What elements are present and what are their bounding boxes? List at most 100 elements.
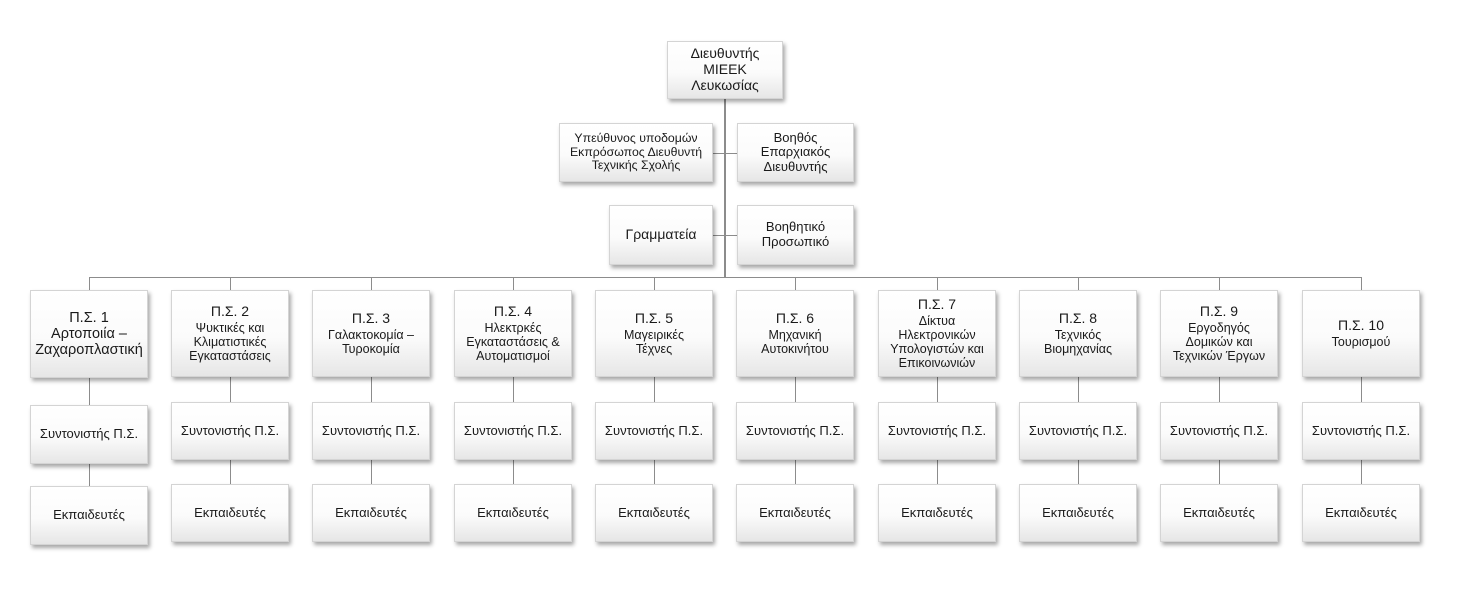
department-name: Γαλακτοκομία – Τυροκομία — [327, 327, 415, 356]
trainers-box[interactable]: Εκπαιδευτές — [878, 484, 996, 542]
trunk-line — [724, 99, 726, 278]
trainers-connector — [89, 464, 90, 486]
department-name: Τεχνικός Βιομηχανίας — [1044, 327, 1112, 356]
coordinator-connector — [89, 378, 90, 405]
trainers-box[interactable]: Εκπαιδευτές — [312, 484, 430, 542]
trainers-box[interactable]: Εκπαιδευτές — [1019, 484, 1137, 542]
trainers-connector — [1078, 460, 1079, 484]
infrastructure-officer-box[interactable]: Υπεύθυνος υποδομών Εκπρόσωπος Διευθυντή … — [559, 123, 713, 182]
department-code: Π.Σ. 3 — [351, 310, 391, 327]
coordinator-title: Συντονιστής Π.Σ. — [1311, 422, 1411, 438]
trainers-title: Εκπαιδευτές — [1042, 504, 1114, 520]
support-staff-box[interactable]: Βοηθητικό Προσωπικό — [737, 205, 854, 265]
department-name: Αρτοποιία – Ζαχαροπλαστική — [35, 325, 143, 359]
department-name: Δίκτυα Ηλεκτρονικών Υπολογιστών και Επικ… — [890, 313, 984, 370]
trainers-connector — [1361, 460, 1362, 484]
trainers-connector — [1219, 460, 1220, 484]
coordinator-connector — [371, 377, 372, 402]
department-drop-line — [89, 277, 90, 290]
department-name: Μηχανική Αυτοκινήτου — [761, 327, 829, 356]
department-drop-line — [654, 277, 655, 290]
coordinator-box[interactable]: Συντονιστής Π.Σ. — [878, 402, 996, 460]
infrastructure-officer-title: Υπεύθυνος υποδομών Εκπρόσωπος Διευθυντή … — [569, 130, 703, 173]
department-code: Π.Σ. 6 — [775, 310, 815, 327]
department-drop-line — [1078, 277, 1079, 290]
department-drop-line — [1219, 277, 1220, 290]
trainers-box[interactable]: Εκπαιδευτές — [30, 486, 148, 545]
trainers-box[interactable]: Εκπαιδευτές — [171, 484, 289, 542]
coordinator-connector — [654, 377, 655, 402]
coordinator-box[interactable]: Συντονιστής Π.Σ. — [1302, 402, 1420, 460]
staff-bottom-connector — [713, 235, 737, 236]
trainers-title: Εκπαιδευτές — [1183, 504, 1255, 520]
trainers-box[interactable]: Εκπαιδευτές — [1302, 484, 1420, 542]
coordinator-box[interactable]: Συντονιστής Π.Σ. — [312, 402, 430, 460]
coordinator-box[interactable]: Συντονιστής Π.Σ. — [454, 402, 572, 460]
coordinator-connector — [937, 377, 938, 402]
coordinator-title: Συντονιστής Π.Σ. — [1169, 422, 1269, 438]
coordinator-connector — [1078, 377, 1079, 402]
coordinator-box[interactable]: Συντονιστής Π.Σ. — [1019, 402, 1137, 460]
department-drop-line — [937, 277, 938, 290]
trainers-title: Εκπαιδευτές — [194, 504, 266, 520]
trainers-box[interactable]: Εκπαιδευτές — [1160, 484, 1278, 542]
director-box[interactable]: Διευθυντής ΜΙΕΕΚ Λευκωσίας — [667, 41, 783, 99]
coordinator-title: Συντονιστής Π.Σ. — [745, 422, 845, 438]
department-code: Π.Σ. 5 — [634, 310, 674, 327]
coordinator-box[interactable]: Συντονιστής Π.Σ. — [595, 402, 713, 460]
department-name: Ψυκτικές και Κλιματιστικές Εγκαταστάσεις — [189, 320, 271, 363]
coordinator-box[interactable]: Συντονιστής Π.Σ. — [1160, 402, 1278, 460]
coordinator-title: Συντονιστής Π.Σ. — [321, 422, 421, 438]
department-name: Εργοδηγός Δομικών και Τεχνικών Έργων — [1172, 320, 1266, 363]
department-drop-line — [795, 277, 796, 290]
coordinator-title: Συντονιστής Π.Σ. — [604, 422, 704, 438]
department-code: Π.Σ. 1 — [69, 309, 109, 326]
trainers-connector — [937, 460, 938, 484]
department-code: Π.Σ. 8 — [1058, 310, 1098, 327]
secretariat-box[interactable]: Γραμματεία — [609, 205, 713, 265]
trainers-title: Εκπαιδευτές — [477, 504, 549, 520]
coordinator-box[interactable]: Συντονιστής Π.Σ. — [736, 402, 854, 460]
coordinator-connector — [230, 377, 231, 402]
coordinator-title: Συντονιστής Π.Σ. — [1028, 422, 1128, 438]
trainers-box[interactable]: Εκπαιδευτές — [595, 484, 713, 542]
director-title: Διευθυντής ΜΙΕΕΚ Λευκωσίας — [690, 45, 760, 93]
coordinator-connector — [513, 377, 514, 402]
department-code: Π.Σ. 4 — [493, 303, 533, 320]
support-staff-title: Βοηθητικό Προσωπικό — [761, 219, 830, 249]
trainers-title: Εκπαιδευτές — [335, 504, 407, 520]
department-code: Π.Σ. 2 — [210, 303, 250, 320]
trainers-box[interactable]: Εκπαιδευτές — [454, 484, 572, 542]
coordinator-box[interactable]: Συντονιστής Π.Σ. — [30, 405, 148, 464]
coordinator-connector — [1219, 377, 1220, 402]
assistant-director-box[interactable]: Βοηθός Επαρχιακός Διευθυντής — [737, 123, 854, 182]
trainers-title: Εκπαιδευτές — [901, 504, 973, 520]
trainers-connector — [513, 460, 514, 484]
trainers-title: Εκπαιδευτές — [1325, 504, 1397, 520]
trainers-box[interactable]: Εκπαιδευτές — [736, 484, 854, 542]
department-code: Π.Σ. 9 — [1199, 303, 1239, 320]
department-name: Ηλεκτρκές Εγκαταστάσεις & Αυτοματισμοί — [466, 320, 560, 363]
trainers-connector — [654, 460, 655, 484]
coordinator-title: Συντονιστής Π.Σ. — [39, 426, 139, 442]
department-drop-line — [371, 277, 372, 290]
coordinator-box[interactable]: Συντονιστής Π.Σ. — [171, 402, 289, 460]
department-drop-line — [230, 277, 231, 290]
department-drop-line — [1361, 277, 1362, 290]
